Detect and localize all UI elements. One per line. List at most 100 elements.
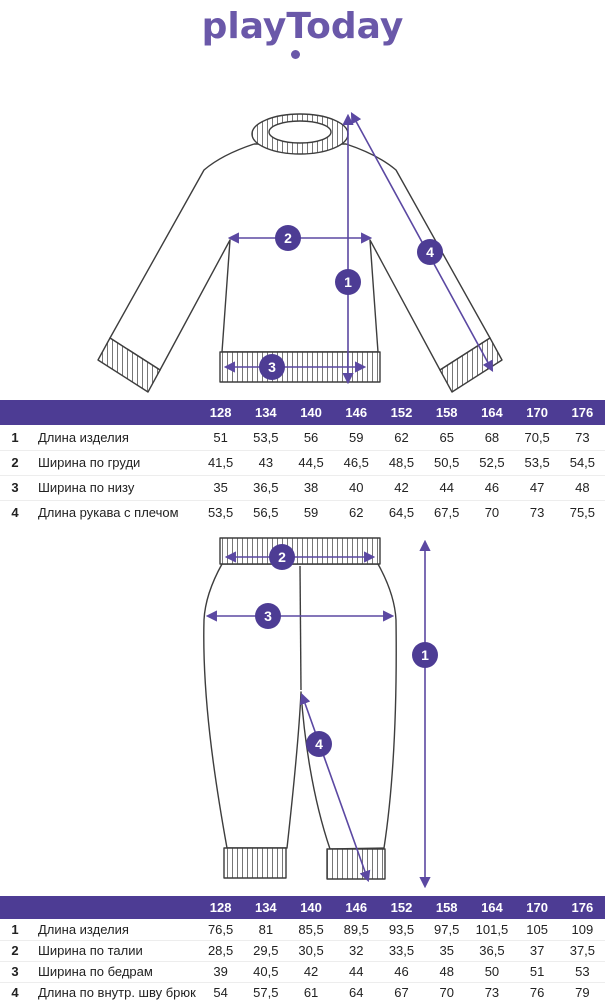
measurement-value: 85,5 [288,919,334,941]
measurement-value: 39 [198,961,244,983]
marker-4: 4 [417,239,443,265]
right-leg-cuff [326,848,386,880]
svg-text:2: 2 [278,549,286,565]
measurement-value: 59 [288,500,334,525]
brand-logo-text: playToday [201,6,404,47]
measurement-value: 44 [333,961,379,983]
measurement-value: 61 [288,982,334,1000]
measurement-value: 40,5 [243,961,289,983]
measurement-value: 68 [469,425,515,451]
measurement-value: 43 [243,450,289,476]
front-seam-line [299,565,302,691]
measurement-value: 70 [469,500,515,525]
measurement-value: 35 [424,940,470,962]
measurement-value: 57,5 [243,982,289,1000]
measurement-value: 46 [469,475,515,501]
measurement-number: 4 [0,982,30,1000]
measurement-value: 70 [424,982,470,1000]
measurement-value: 89,5 [333,919,379,941]
size-column-header: 164 [469,400,515,425]
measurement-value: 67,5 [424,500,470,525]
marker-3: 3 [259,354,285,380]
measurement-value: 44 [424,475,470,501]
size-column-header: 152 [378,400,425,425]
measurement-value: 48,5 [378,450,425,476]
measurement-value: 53,5 [198,500,244,525]
measurement-value: 73 [469,982,515,1000]
measurement-label: Ширина по груди [30,450,198,476]
measurement-number: 2 [0,940,30,962]
marker-2: 2 [269,544,295,570]
size-column-header: 176 [559,896,605,919]
measurement-label: Длина изделия [30,425,198,451]
measurement-number: 2 [0,450,30,476]
left-cuff [97,337,161,393]
measurement-value: 73 [559,425,605,451]
svg-text:1: 1 [344,274,352,290]
measurement-value: 51 [514,961,560,983]
measurement-value: 75,5 [559,500,605,525]
svg-text:4: 4 [315,736,323,752]
pants-arrows [205,539,431,889]
measurement-value: 97,5 [424,919,470,941]
measurement-label: Длина по внутр. шву брюк [30,982,198,1000]
size-header-spacer [0,896,30,919]
size-column-header: 158 [424,896,470,919]
measurement-value: 73 [514,500,560,525]
measurement-value: 56,5 [243,500,289,525]
measurement-number: 4 [0,500,30,525]
inseam-arrow [299,692,371,883]
left-leg-cuff [223,847,287,879]
size-header-spacer [30,896,198,919]
size-column-header: 170 [514,400,560,425]
measurement-value: 54 [198,982,244,1000]
measurement-value: 37 [514,940,560,962]
size-column-header: 146 [333,896,379,919]
measurement-value: 28,5 [198,940,244,962]
marker-2: 2 [275,225,301,251]
marker-1: 1 [412,642,438,668]
size-column-header: 140 [288,896,334,919]
measurement-value: 62 [378,425,425,451]
svg-text:4: 4 [426,244,434,260]
measurement-value: 35 [198,475,244,501]
marker-3: 3 [255,603,281,629]
sweatshirt-measurement-diagram: 2 1 3 4 [97,112,503,393]
measurement-value: 70,5 [514,425,560,451]
measurement-value: 64 [333,982,379,1000]
measurement-value: 50,5 [424,450,470,476]
measurement-label: Ширина по талии [30,940,198,962]
measurement-value: 48 [559,475,605,501]
measurement-value: 109 [559,919,605,941]
measurement-value: 42 [288,961,334,983]
measurement-value: 42 [378,475,425,501]
measurement-value: 46 [378,961,425,983]
measurement-label: Длина изделия [30,919,198,941]
size-column-header: 158 [424,400,470,425]
measurement-value: 36,5 [469,940,515,962]
measurement-value: 36,5 [243,475,289,501]
svg-text:3: 3 [268,359,276,375]
measurement-value: 50 [469,961,515,983]
measurement-value: 40 [333,475,379,501]
svg-text:3: 3 [264,608,272,624]
size-column-header: 170 [514,896,560,919]
size-column-header: 128 [198,400,244,425]
size-column-header: 152 [378,896,425,919]
measurement-value: 54,5 [559,450,605,476]
measurement-value: 67 [378,982,425,1000]
waistband [219,537,381,565]
brand-logo-dot [290,50,300,59]
measurement-value: 30,5 [288,940,334,962]
measurement-number: 3 [0,475,30,501]
measurement-label: Длина рукава с плечом [30,500,198,525]
marker-1: 1 [335,269,361,295]
